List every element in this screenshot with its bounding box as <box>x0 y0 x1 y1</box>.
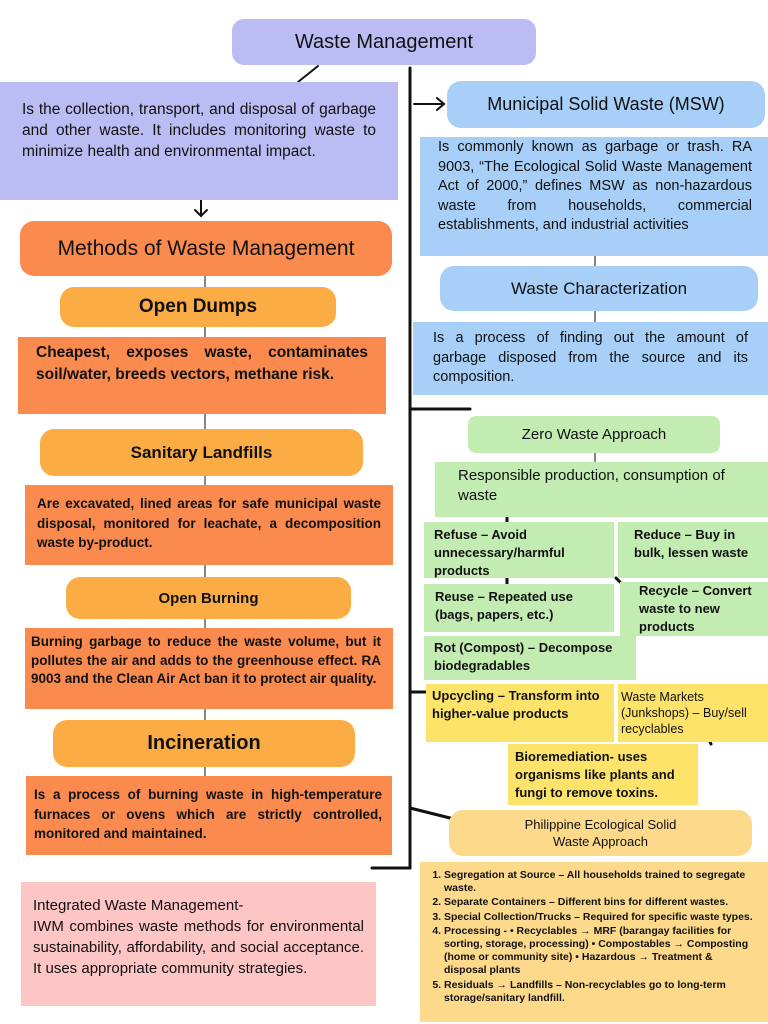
open-burning-desc-box: Burning garbage to reduce the waste volu… <box>25 628 393 709</box>
philippine-title: Philippine Ecological Solid Waste Approa… <box>524 817 677 849</box>
definition-box: Is the collection, transport, and dispos… <box>0 82 398 200</box>
iwm-title: Integrated Waste Management- <box>33 897 244 914</box>
msw-desc-box: Is commonly known as garbage or trash. R… <box>420 137 768 256</box>
incineration-desc: Is a process of burning waste in high-te… <box>34 787 382 841</box>
upcycling-text: Upcycling – Transform into higher-value … <box>432 688 600 721</box>
open-burning-title-box: Open Burning <box>66 577 351 619</box>
open-dumps-title-box: Open Dumps <box>60 287 336 327</box>
recycle-box: Recycle – Convert waste to new products <box>620 582 768 636</box>
characterization-title: Waste Characterization <box>510 278 688 298</box>
reuse-box: Reuse – Repeated use (bags, papers, etc.… <box>424 584 614 632</box>
zero-waste-title-box: Zero Waste Approach <box>468 416 720 453</box>
rot-box: Rot (Compost) – Decompose biodegradables <box>424 636 636 680</box>
philippine-item: Special Collection/Trucks – Required for… <box>444 911 758 924</box>
philippine-list-box: Segregation at Source – All households t… <box>420 862 768 1022</box>
waste-markets-box: Waste Markets (Junkshops) – Buy/sell rec… <box>618 684 768 742</box>
title-box: Waste Management <box>232 19 536 65</box>
open-dumps-desc-box: Cheapest, exposes waste, contaminates so… <box>18 337 386 414</box>
characterization-desc: Is a process of finding out the amount o… <box>433 330 748 385</box>
definition-text: Is the collection, transport, and dispos… <box>22 101 376 160</box>
open-burning-title: Open Burning <box>158 589 259 607</box>
page-title: Waste Management <box>294 30 474 53</box>
philippine-item: Residuals → Landfills – Non-recyclables … <box>444 979 758 1005</box>
bioremediation-text: Bioremediation- uses organisms like plan… <box>515 749 675 800</box>
open-burning-desc: Burning garbage to reduce the waste volu… <box>31 634 381 686</box>
philippine-item: Separate Containers – Different bins for… <box>444 896 758 909</box>
upcycling-box: Upcycling – Transform into higher-value … <box>426 684 614 742</box>
reduce-box: Reduce – Buy in bulk, lessen waste <box>618 522 768 578</box>
incineration-title-box: Incineration <box>53 720 355 767</box>
methods-heading: Methods of Waste Management <box>57 236 355 260</box>
open-dumps-title: Open Dumps <box>138 296 258 317</box>
philippine-title-box: Philippine Ecological Solid Waste Approa… <box>449 810 752 856</box>
refuse-box: Refuse – Avoid unnecessary/harmful produ… <box>424 522 614 578</box>
characterization-desc-box: Is a process of finding out the amount o… <box>413 322 768 395</box>
sanitary-landfills-desc-box: Are excavated, lined areas for safe muni… <box>25 485 393 565</box>
msw-title-box: Municipal Solid Waste (MSW) <box>447 81 765 128</box>
philippine-item: Processing - • Recyclables → MRF (barang… <box>444 925 758 978</box>
incineration-title: Incineration <box>147 732 261 754</box>
open-dumps-desc: Cheapest, exposes waste, contaminates so… <box>36 344 368 383</box>
iwm-desc: IWM combines waste methods for environme… <box>33 918 364 977</box>
msw-desc: Is commonly known as garbage or trash. R… <box>438 139 752 233</box>
waste-markets-text: Waste Markets (Junkshops) – Buy/sell rec… <box>621 690 747 736</box>
recycle-text: Recycle – Convert waste to new products <box>639 583 752 634</box>
characterization-title-box: Waste Characterization <box>440 266 758 311</box>
msw-title: Municipal Solid Waste (MSW) <box>487 94 725 114</box>
refuse-text: Refuse – Avoid unnecessary/harmful produ… <box>434 527 565 578</box>
reduce-text: Reduce – Buy in bulk, lessen waste <box>634 527 749 560</box>
sanitary-landfills-title: Sanitary Landfills <box>130 442 273 462</box>
philippine-item: Segregation at Source – All households t… <box>444 869 758 895</box>
zero-waste-title: Zero Waste Approach <box>521 426 667 443</box>
incineration-desc-box: Is a process of burning waste in high-te… <box>26 776 392 855</box>
zero-waste-subtitle: Responsible production, consumption of w… <box>458 467 725 504</box>
bioremediation-box: Bioremediation- uses organisms like plan… <box>508 744 698 805</box>
reuse-text: Reuse – Repeated use (bags, papers, etc.… <box>435 589 574 622</box>
iwm-box: Integrated Waste Management- IWM combine… <box>21 882 376 1006</box>
sanitary-landfills-title-box: Sanitary Landfills <box>40 429 363 476</box>
rot-text: Rot (Compost) – Decompose biodegradables <box>434 640 613 673</box>
philippine-list: Segregation at Source – All households t… <box>428 869 758 1005</box>
zero-waste-subtitle-box: Responsible production, consumption of w… <box>435 462 768 517</box>
methods-heading-box: Methods of Waste Management <box>20 221 392 276</box>
sanitary-landfills-desc: Are excavated, lined areas for safe muni… <box>37 496 381 550</box>
